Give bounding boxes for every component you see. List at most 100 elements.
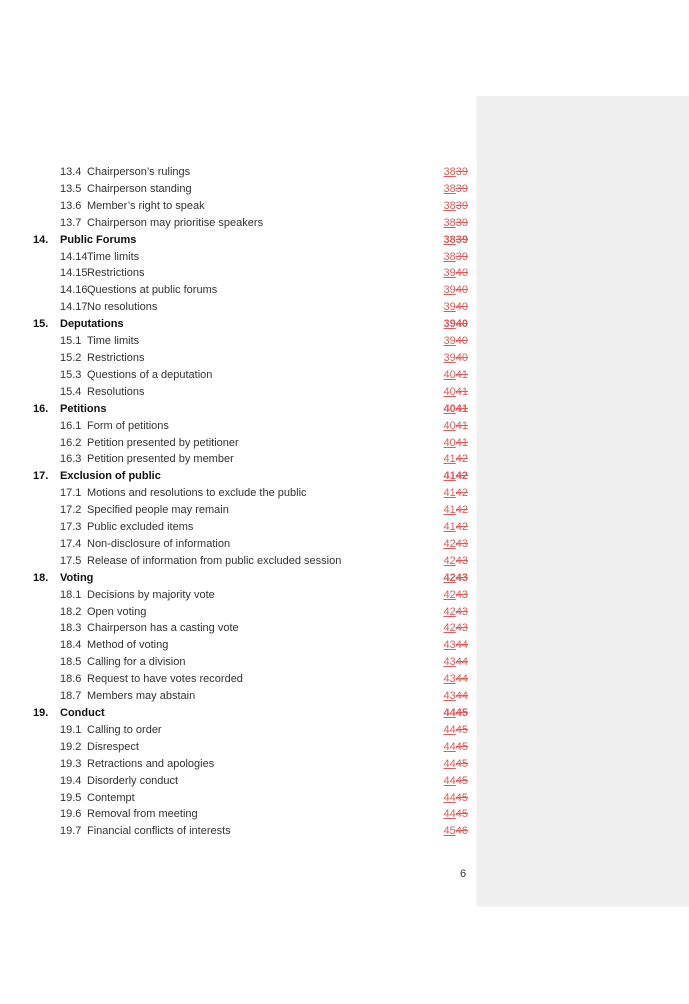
entry-number: 17.2	[60, 504, 82, 517]
entry-number: 15.3	[60, 368, 82, 381]
inserted-page: 44	[443, 774, 456, 787]
deleted-page: 40	[455, 284, 468, 297]
entry-title: Specified people may remain	[87, 504, 229, 517]
entry-page: 3839	[444, 198, 469, 215]
entry-number: 16.2	[60, 436, 82, 449]
entry-number: 15.	[33, 318, 49, 331]
entry-title: Conduct	[60, 707, 105, 719]
entry-page: 4041	[444, 367, 469, 384]
deleted-page: 44	[455, 690, 468, 703]
entry-number: 18.4	[60, 639, 82, 652]
entry-number: 18.1	[60, 588, 82, 601]
deleted-page: 44	[455, 673, 468, 686]
entry-page: 4445	[444, 739, 469, 756]
entry-title: Disrespect	[87, 740, 139, 753]
entry-page: 4344	[444, 654, 469, 671]
inserted-page: 42	[443, 571, 456, 584]
toc-entry[interactable]: 15.3 Questions of a deputation 4041	[0, 367, 476, 384]
deleted-page: 41	[455, 402, 468, 415]
inserted-page: 40	[443, 436, 456, 449]
entry-page: 3940	[444, 299, 469, 316]
deleted-page: 40	[455, 267, 468, 280]
deleted-page: 45	[455, 774, 468, 787]
deleted-page: 39	[455, 182, 468, 195]
entry-page: 4142	[444, 468, 469, 485]
entry-page: 4041	[444, 401, 469, 418]
toc-entry[interactable]: 17.1 Motions and resolutions to exclude t…	[0, 485, 476, 502]
entry-number: 18.2	[60, 605, 82, 618]
entry-title: Questions of a deputation	[87, 368, 213, 381]
inserted-page: 40	[443, 385, 456, 398]
entry-title: Form of petitions	[87, 419, 169, 432]
entry-title: Members may abstain	[87, 690, 196, 703]
inserted-page: 42	[443, 605, 456, 618]
inserted-page: 43	[443, 673, 456, 686]
entry-page: 4445	[444, 790, 469, 807]
entry-title: Retractions and apologies	[87, 757, 215, 770]
entry-number: 19.7	[60, 825, 82, 838]
toc-entry[interactable]: 13.6 Member’s right to speak 3839	[0, 198, 476, 215]
inserted-page: 42	[443, 622, 456, 635]
entry-page: 4445	[444, 756, 469, 773]
inserted-page: 40	[443, 402, 456, 415]
entry-number: 17.1	[60, 487, 82, 500]
entry-number: 14.16	[60, 284, 88, 297]
deleted-page: 43	[455, 537, 468, 550]
inserted-page: 38	[443, 216, 456, 229]
entry-title: Calling for a division	[87, 656, 186, 669]
entry-title: Time limits	[87, 250, 140, 263]
entry-number: 13.6	[60, 199, 82, 212]
entry-title: Member’s right to speak	[87, 199, 205, 212]
deleted-page: 40	[455, 301, 468, 314]
inserted-page: 39	[443, 351, 456, 364]
deleted-page: 40	[455, 318, 468, 331]
deleted-page: 39	[455, 250, 468, 263]
inserted-page: 44	[443, 740, 456, 753]
entry-page: 3839	[444, 215, 469, 232]
inserted-page: 39	[443, 335, 456, 348]
entry-title: Disorderly conduct	[87, 774, 179, 787]
entry-title: Public Forums	[60, 233, 137, 246]
entry-number: 14.15	[60, 267, 88, 280]
entry-title: Motions and resolutions to exclude the p…	[87, 487, 307, 500]
deleted-page: 45	[455, 757, 468, 770]
entry-number: 19.	[33, 707, 49, 719]
